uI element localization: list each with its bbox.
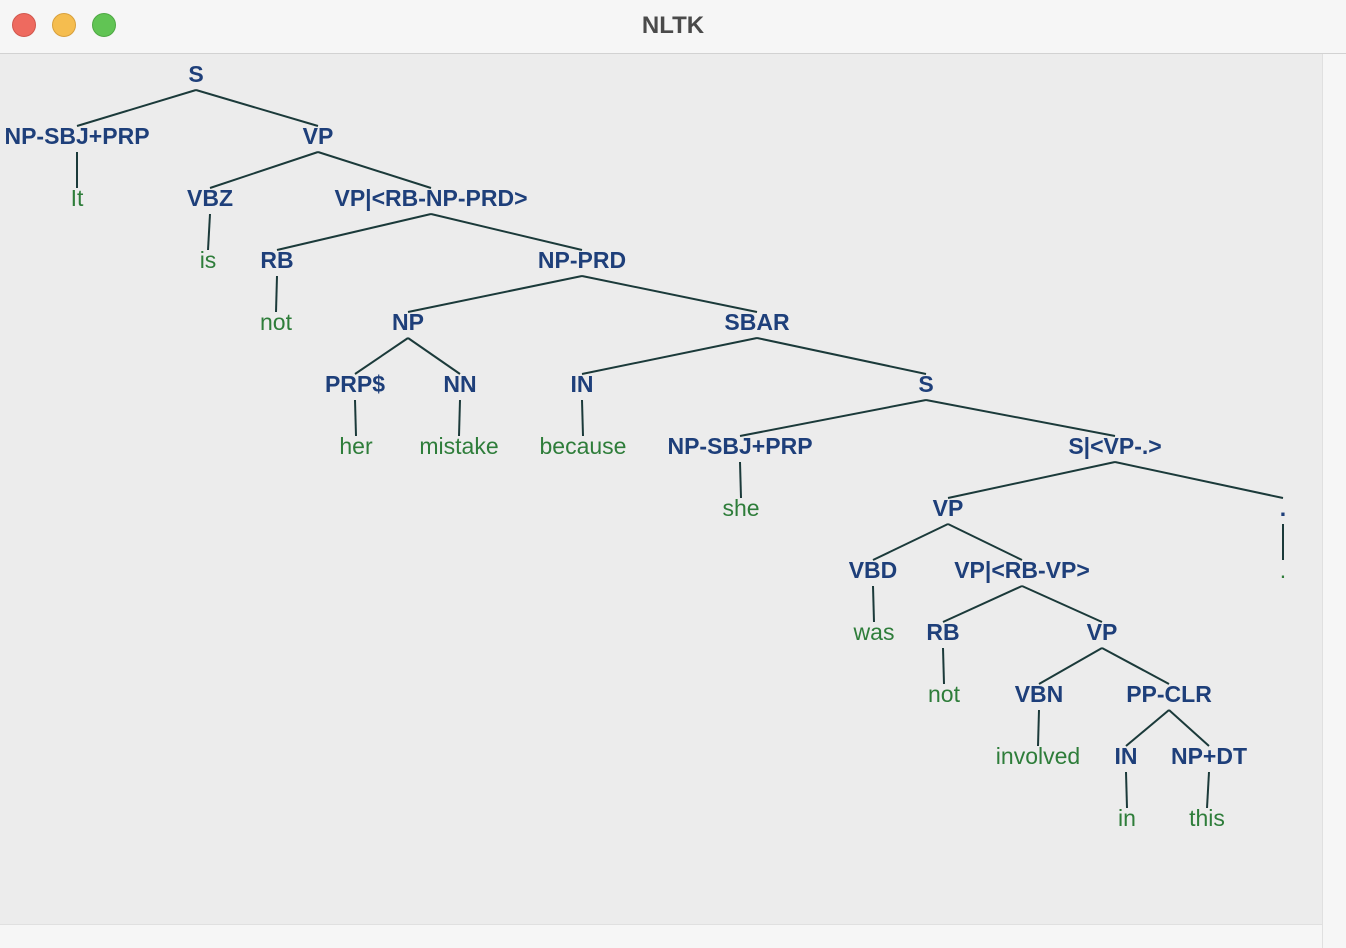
leaf-was[interactable]: was [853,619,895,645]
tree-edge [430,213,583,251]
tree-edge [354,337,409,375]
leaf-is[interactable]: is [200,247,217,273]
leaf-mistake[interactable]: mistake [419,433,498,459]
tree-edge [1037,709,1040,747]
leaf-because[interactable]: because [540,433,627,459]
node-vp[interactable]: VP [303,123,334,149]
node-vp-rb-vp[interactable]: VP|<RB-VP> [954,557,1090,583]
tree-edge [872,585,875,623]
node-rb[interactable]: RB [260,247,293,273]
leaf-not-inner[interactable]: not [928,681,961,707]
tree-edge [1168,709,1210,747]
tree-edge [76,89,197,127]
node-np[interactable]: NP [392,309,424,335]
node-vp-deep[interactable]: VP [1087,619,1118,645]
node-vp-inner[interactable]: VP [933,495,964,521]
tree-edge [947,523,1023,561]
node-rb-inner[interactable]: RB [926,619,959,645]
tree-edge [739,399,927,437]
minimize-window-button[interactable] [52,13,76,37]
leaf-in[interactable]: in [1118,805,1136,831]
node-np-sbj-prp[interactable]: NP-SBJ+PRP [4,123,149,149]
node-s-vp-period[interactable]: S|<VP-.> [1068,433,1161,459]
tree-edge [275,275,278,313]
vertical-scrollbar[interactable] [1322,54,1346,948]
tree-edge [407,275,583,313]
node-s-inner[interactable]: S [918,371,933,397]
node-prp-dollar[interactable]: PRP$ [325,371,385,397]
tree-edge [407,337,461,375]
tree-edge [207,213,211,251]
node-in[interactable]: IN [571,371,594,397]
leaf-not[interactable]: not [260,309,293,335]
parse-tree: SNP-SBJ+PRPItVPVBZisVP|<RB-NP-PRD>RBnotN… [4,61,1286,831]
node-np-prd[interactable]: NP-PRD [538,247,626,273]
node-vbn[interactable]: VBN [1015,681,1064,707]
tree-edge [209,151,319,189]
tree-edge [317,151,432,189]
close-window-button[interactable] [12,13,36,37]
tree-edge [276,213,432,251]
tree-edge [942,585,1023,623]
tree-edge [942,647,945,685]
zoom-window-button[interactable] [92,13,116,37]
node-np-dt[interactable]: NP+DT [1171,743,1247,769]
tree-edge [947,461,1116,499]
tree-edge [195,89,319,127]
tree-edge [581,399,584,437]
leaf-involved[interactable]: involved [996,743,1080,769]
leaf-it[interactable]: It [71,185,84,211]
tree-edge [1021,585,1103,623]
leaf-she[interactable]: she [722,495,759,521]
node-vbd[interactable]: VBD [849,557,898,583]
leaf-her[interactable]: her [339,433,373,459]
node-vp-rb-np-prd[interactable]: VP|<RB-NP-PRD> [334,185,527,211]
node-in-inner[interactable]: IN [1115,743,1138,769]
node-np-sbj-prp-inner[interactable]: NP-SBJ+PRP [667,433,812,459]
leaf-this[interactable]: this [1189,805,1225,831]
node-period[interactable]: . [1280,495,1286,521]
node-pp-clr[interactable]: PP-CLR [1126,681,1212,707]
tree-edge [458,399,461,437]
title-bar: NLTK [0,0,1346,54]
node-vbz[interactable]: VBZ [187,185,233,211]
tree-edge [1206,771,1210,809]
tree-edge [581,275,758,313]
node-nn[interactable]: NN [443,371,476,397]
tree-edge [756,337,927,375]
tree-edge [354,399,357,437]
leaf-period[interactable]: . [1280,557,1286,583]
node-s[interactable]: S [188,61,203,87]
tree-edge [872,523,949,561]
tree-edge [1125,709,1170,747]
tree-edge [739,461,742,499]
tree-edge [1125,771,1128,809]
tree-edge [581,337,758,375]
horizontal-scrollbar[interactable] [0,924,1322,948]
tree-edge [1101,647,1170,685]
window-title: NLTK [641,12,705,39]
tree-edge [1114,461,1284,499]
tree-edge [925,399,1116,437]
tree-edge [1038,647,1103,685]
node-sbar[interactable]: SBAR [724,309,790,335]
